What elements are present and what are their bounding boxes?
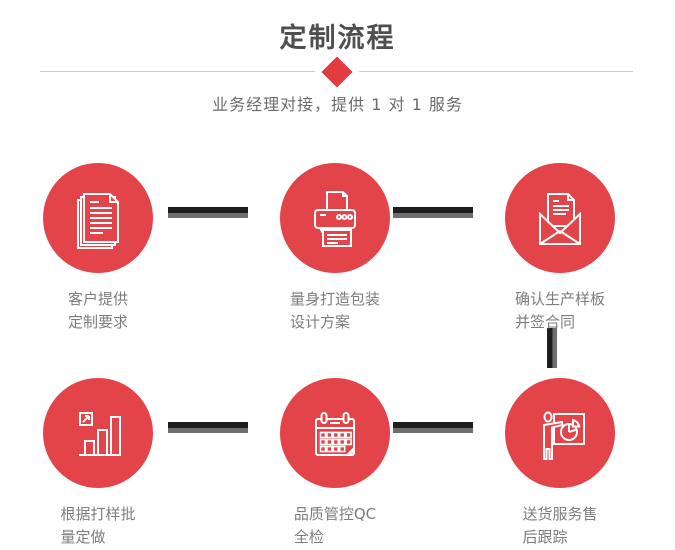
page-title: 定制流程 <box>279 23 396 54</box>
step-circle-3 <box>505 163 615 273</box>
caption-line: 后跟踪 <box>522 528 568 546</box>
calendar-icon <box>315 412 355 456</box>
step-caption-3: 确认生产样板 并签合同 <box>480 288 640 334</box>
connector-step3-step6 <box>547 328 557 368</box>
caption-line: 设计方案 <box>289 313 350 331</box>
connector-step1-step2 <box>168 207 248 218</box>
connector-step5-step6 <box>393 422 473 433</box>
caption-line: 量定做 <box>60 528 106 546</box>
caption-line: 根据打样批 <box>60 505 136 523</box>
step-caption-5: 品质管控QC 全检 <box>255 503 415 549</box>
step-circle-4 <box>43 378 153 488</box>
step-circle-1 <box>43 163 153 273</box>
connector-step4-step5 <box>168 422 248 433</box>
documents-icon <box>77 193 119 249</box>
step-caption-2: 量身打造包装 设计方案 <box>255 288 415 334</box>
caption-line: 并签合同 <box>514 313 575 331</box>
step-circle-5 <box>280 378 390 488</box>
caption-line: 定制要求 <box>67 313 128 331</box>
step-caption-6: 送货服务售 后跟踪 <box>480 503 640 549</box>
step-caption-1: 客户提供 定制要求 <box>18 288 178 334</box>
page-subtitle: 业务经理对接，提供 1 对 1 服务 <box>212 95 463 114</box>
caption-line: 全检 <box>293 528 324 546</box>
step-circle-6 <box>505 378 615 488</box>
presentation-icon <box>543 411 585 460</box>
caption-line: 量身打造包装 <box>289 290 380 308</box>
caption-line: 客户提供 <box>67 290 128 308</box>
printer-icon <box>314 191 356 247</box>
caption-line: 确认生产样板 <box>514 290 605 308</box>
connector-step2-step3 <box>393 207 473 218</box>
diamond-icon <box>321 56 353 88</box>
caption-line: 品质管控QC <box>293 505 377 523</box>
step-caption-4: 根据打样批 量定做 <box>18 503 178 549</box>
bar-chart-icon <box>79 412 121 456</box>
envelope-icon <box>539 193 581 245</box>
caption-line: 送货服务售 <box>522 505 598 523</box>
step-circle-2 <box>280 163 390 273</box>
